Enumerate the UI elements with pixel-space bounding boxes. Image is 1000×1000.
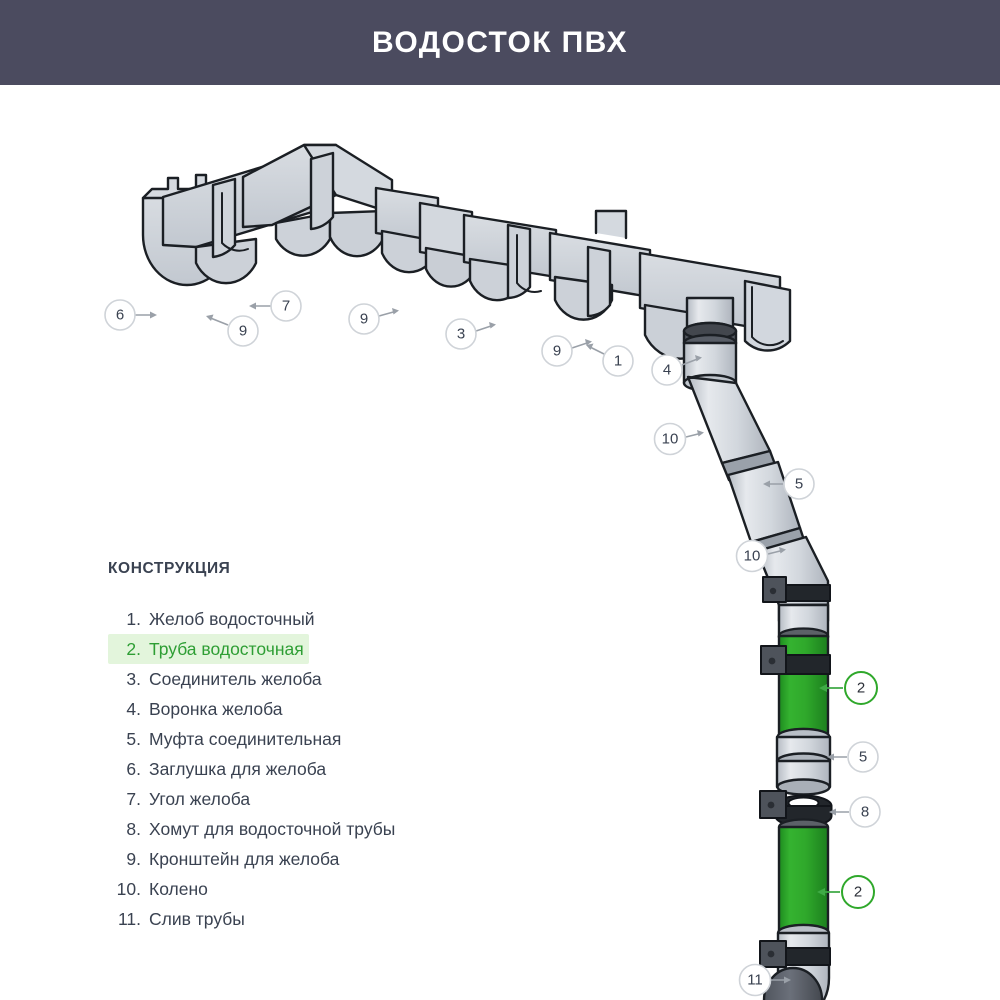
pipe-clamp-outlet xyxy=(759,940,831,968)
callout-9a[interactable]: 9 xyxy=(206,314,259,347)
legend-item-number: 1. xyxy=(126,609,141,629)
callout-number: 9 xyxy=(553,343,561,360)
callout-number: 2 xyxy=(854,884,862,901)
gutter-bracket-corner xyxy=(309,151,335,231)
callout-markers: 6 9 7 9 xyxy=(104,290,881,997)
callout-number: 3 xyxy=(457,326,465,343)
legend-item-label: Хомут для водосточной трубы xyxy=(149,819,396,839)
callout-10a[interactable]: 10 xyxy=(653,422,705,456)
callout-number: 4 xyxy=(663,362,671,379)
callout-1[interactable]: 1 xyxy=(586,343,634,377)
page-title: ВОДОСТОК ПВХ xyxy=(372,25,628,59)
legend-item-label: Муфта соединительная xyxy=(149,729,342,749)
legend-list: 1. Желоб водосточный 2. Труба водосточная 3.… xyxy=(108,604,508,934)
legend-item-1[interactable]: 1. Желоб водосточный xyxy=(108,604,320,634)
callout-5a[interactable]: 5 xyxy=(763,468,815,500)
gutter-bracket-9c xyxy=(506,223,542,300)
gutter-bracket-9a xyxy=(211,177,249,259)
legend-item-9[interactable]: 9. Кронштейн для желоба xyxy=(108,844,344,874)
callout-10b[interactable]: 10 xyxy=(735,539,787,573)
legend-item-number: 4. xyxy=(126,699,141,719)
callout-9c[interactable]: 9 xyxy=(541,335,592,367)
legend-item-label: Колено xyxy=(149,879,208,899)
callout-number: 2 xyxy=(857,680,865,697)
legend-item-5[interactable]: 5. Муфта соединительная xyxy=(108,724,346,754)
legend-item-number: 6. xyxy=(126,759,141,779)
construction-legend: КОНСТРУКЦИЯ 1. Желоб водосточный 2. Труба в… xyxy=(108,560,508,934)
callout-7[interactable]: 7 xyxy=(249,290,302,322)
callout-9b[interactable]: 9 xyxy=(348,303,399,335)
legend-item-number: 3. xyxy=(126,669,141,689)
callout-3[interactable]: 3 xyxy=(445,318,496,350)
legend-item-label: Воронка желоба xyxy=(149,699,283,719)
callout-number: 9 xyxy=(360,311,368,328)
callout-number: 1 xyxy=(614,353,622,370)
legend-item-label: Желоб водосточный xyxy=(149,609,315,629)
pipe-clamp-green-1 xyxy=(760,645,831,675)
downspout-assembly xyxy=(682,296,833,1000)
coupling-5b xyxy=(775,727,832,796)
legend-item-6[interactable]: 6. Заглушка для желоба xyxy=(108,754,331,784)
callout-number: 9 xyxy=(239,323,247,340)
callout-number: 10 xyxy=(744,548,761,565)
legend-item-label: Слив трубы xyxy=(149,909,245,929)
downspout-pipe-green-2 xyxy=(777,818,830,941)
page-header: ВОДОСТОК ПВХ xyxy=(0,0,1000,85)
legend-item-11[interactable]: 11. Слив трубы xyxy=(108,904,250,934)
callout-2b[interactable]: 2 xyxy=(817,875,875,909)
drainage-system-illustration: 6 9 7 9 xyxy=(0,85,1000,1000)
legend-heading: КОНСТРУКЦИЯ xyxy=(108,560,231,577)
callout-number: 6 xyxy=(116,307,124,324)
legend-item-label: Кронштейн для желоба xyxy=(149,849,340,869)
legend-item-label: Соединитель желоба xyxy=(149,669,322,689)
legend-item-10[interactable]: 10. Колено xyxy=(108,874,213,904)
callout-11[interactable]: 11 xyxy=(738,963,792,997)
callout-number: 5 xyxy=(859,749,867,766)
legend-item-label: Заглушка для желоба xyxy=(149,759,327,779)
elbow-10a-body xyxy=(686,375,778,482)
legend-item-3[interactable]: 3. Соединитель желоба xyxy=(108,664,327,694)
legend-item-number: 8. xyxy=(126,819,141,839)
legend-item-number: 7. xyxy=(126,789,141,809)
legend-item-8[interactable]: 8. Хомут для водосточной трубы xyxy=(108,814,400,844)
callout-2a[interactable]: 2 xyxy=(819,671,878,705)
callout-4[interactable]: 4 xyxy=(651,354,702,386)
callout-number: 11 xyxy=(747,972,763,989)
callout-number: 10 xyxy=(662,431,679,448)
legend-item-2[interactable]: 2. Труба водосточная xyxy=(108,634,309,664)
callout-8[interactable]: 8 xyxy=(829,796,881,828)
callout-number: 7 xyxy=(282,298,290,315)
legend-item-number: 11. xyxy=(117,909,141,929)
callout-5b[interactable]: 5 xyxy=(827,741,879,773)
legend-item-7[interactable]: 7. Угол желоба xyxy=(108,784,255,814)
gutter-bracket-1 xyxy=(586,245,612,318)
gutter-run-left xyxy=(141,143,394,287)
legend-item-number: 2. xyxy=(126,639,141,659)
legend-item-label: Труба водосточная xyxy=(149,639,304,659)
legend-item-label: Угол желоба xyxy=(149,789,251,809)
pipe-clamp-upper xyxy=(762,576,831,603)
callout-number: 5 xyxy=(795,476,803,493)
legend-item-number: 9. xyxy=(126,849,141,869)
legend-item-4[interactable]: 4. Воронка желоба xyxy=(108,694,288,724)
legend-item-number: 5. xyxy=(126,729,141,749)
legend-item-number: 10. xyxy=(116,879,141,899)
callout-6[interactable]: 6 xyxy=(104,299,157,331)
callout-number: 8 xyxy=(861,804,869,821)
